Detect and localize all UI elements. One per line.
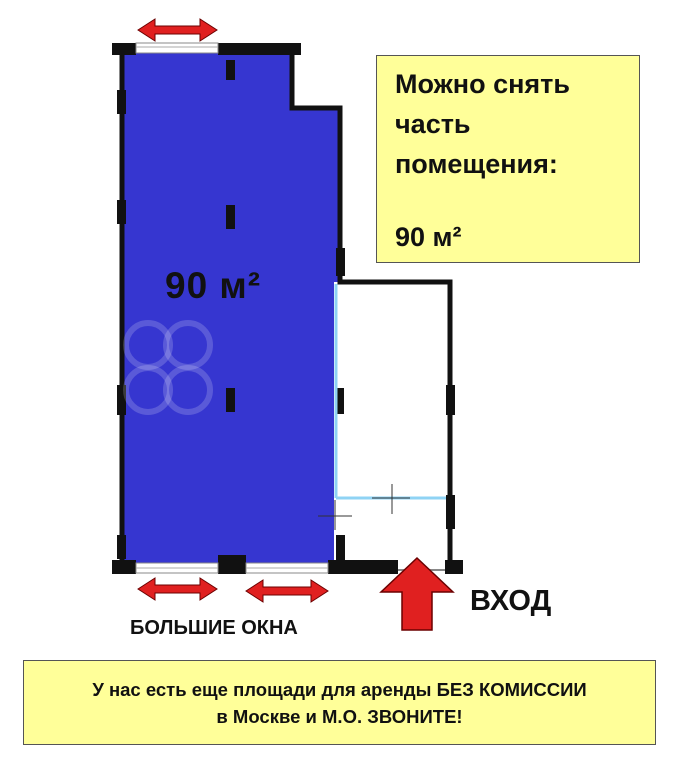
notice-box: Можно снять часть помещения: 90 м² (376, 55, 640, 263)
notice-area: 90 м² (395, 222, 462, 252)
entrance-label: ВХОД (470, 585, 552, 617)
bottom-wall-right (328, 560, 398, 574)
bottom-wall-left (112, 560, 136, 574)
info-line-1: У нас есть еще площади для аренды БЕЗ КО… (92, 679, 587, 700)
info-line-2: в Москве и М.О. ЗВОНИТЕ! (216, 706, 463, 727)
rented-area (122, 50, 340, 568)
bottom-wall-door (445, 560, 463, 574)
column (336, 535, 345, 560)
column (226, 205, 235, 229)
top-window (135, 42, 219, 54)
column (226, 388, 235, 412)
area-label: 90 м² (165, 265, 262, 306)
top-window-arrow (137, 18, 218, 42)
watermark (123, 320, 213, 415)
notice-line-1: Можно снять (395, 69, 570, 99)
bottom-wall-mid (218, 555, 246, 574)
windows-label: БОЛЬШИЕ ОКНА (130, 617, 298, 639)
notice-line-3: помещения: (395, 149, 558, 179)
info-box: У нас есть еще площади для аренды БЕЗ КО… (23, 660, 656, 745)
notice-line-2: часть (395, 109, 471, 139)
column (335, 388, 344, 414)
top-wall-left (112, 43, 136, 55)
entrance-arrow (379, 556, 455, 631)
bottom-window-arrow-1 (137, 577, 218, 601)
bottom-window-arrow-2 (245, 579, 329, 603)
top-wall-right (218, 43, 301, 55)
column (226, 60, 235, 80)
